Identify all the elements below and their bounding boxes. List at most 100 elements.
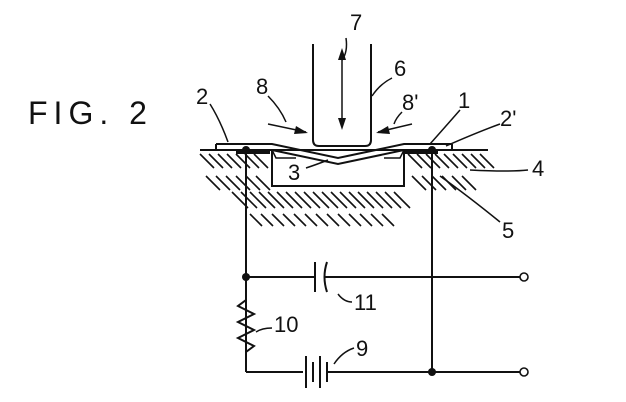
hatch-stroke bbox=[393, 191, 411, 209]
leader-4 bbox=[469, 169, 529, 172]
hatch-stroke bbox=[434, 153, 450, 169]
hatch-stroke bbox=[235, 175, 251, 191]
hatch-stroke bbox=[366, 191, 384, 209]
hatch-stroke bbox=[225, 175, 241, 191]
leader-9 bbox=[333, 347, 355, 365]
hatch-stroke bbox=[357, 191, 375, 209]
hatch-stroke bbox=[258, 191, 276, 209]
hatch-stroke bbox=[282, 213, 296, 227]
label-9: 9 bbox=[356, 336, 368, 361]
leader-2p bbox=[445, 123, 501, 147]
hatch-stroke bbox=[451, 175, 467, 191]
figure-title: FIG. 2 bbox=[28, 95, 153, 131]
hatch-stroke bbox=[240, 191, 258, 209]
hatch-stroke bbox=[215, 175, 231, 191]
hatch-stroke bbox=[255, 175, 271, 191]
leader-5 bbox=[439, 175, 501, 223]
leader-8p bbox=[393, 111, 403, 125]
label-4: 4 bbox=[532, 156, 544, 181]
label-1: 1 bbox=[458, 88, 470, 113]
arrowhead-left bbox=[294, 126, 308, 134]
hatch-stroke bbox=[370, 213, 384, 227]
hatch-stroke bbox=[244, 153, 260, 169]
hatch-stroke bbox=[315, 213, 329, 227]
hatch-stroke bbox=[479, 153, 495, 169]
hatch-stroke bbox=[303, 191, 321, 209]
hatch-stroke bbox=[381, 213, 395, 227]
label-11: 11 bbox=[354, 290, 377, 315]
leader-3 bbox=[305, 159, 329, 169]
hatch-stroke bbox=[431, 175, 447, 191]
hatch-stroke bbox=[260, 213, 274, 227]
leader-11 bbox=[337, 293, 353, 303]
hatch-stroke bbox=[208, 153, 224, 169]
leader-10 bbox=[255, 327, 273, 333]
hatch-stroke bbox=[226, 153, 242, 169]
hatch-stroke bbox=[470, 153, 486, 169]
hatch-stroke bbox=[321, 191, 339, 209]
label-2: 2 bbox=[196, 84, 208, 109]
hatch-stroke bbox=[249, 213, 263, 227]
label-8: 8 bbox=[256, 74, 268, 99]
junction-lower bbox=[428, 368, 436, 376]
electrode-left bbox=[236, 149, 270, 154]
hatch-stroke bbox=[249, 191, 267, 209]
hatch-stroke bbox=[411, 175, 427, 191]
hatch-stroke bbox=[267, 191, 285, 209]
hatch-stroke bbox=[285, 191, 303, 209]
label-3: 3 bbox=[288, 160, 300, 185]
hatch-stroke bbox=[271, 213, 285, 227]
terminal-lower bbox=[519, 367, 529, 377]
cavity bbox=[271, 149, 405, 187]
probe-rod bbox=[312, 44, 372, 147]
hatch-stroke bbox=[339, 191, 357, 209]
hatch-stroke bbox=[235, 153, 251, 169]
leader-1 bbox=[429, 109, 461, 145]
hatch-stroke bbox=[407, 153, 423, 169]
hatch-stroke bbox=[293, 213, 307, 227]
hatch-stroke bbox=[326, 213, 340, 227]
arrowhead-right bbox=[376, 126, 390, 134]
junction-electrode-left bbox=[242, 146, 250, 154]
electrode-right bbox=[404, 149, 438, 154]
hatch-stroke bbox=[276, 191, 294, 209]
hatch-stroke bbox=[217, 153, 233, 169]
terminal-upper bbox=[519, 272, 529, 282]
label-8-prime: 8' bbox=[402, 90, 418, 115]
hatch-stroke bbox=[452, 153, 468, 169]
cavity-step-right bbox=[384, 149, 405, 159]
hatch-stroke bbox=[312, 191, 330, 209]
hatch-stroke bbox=[337, 213, 351, 227]
hatch-stroke bbox=[375, 191, 393, 209]
hatch-stroke bbox=[384, 191, 402, 209]
label-2-prime: 2' bbox=[500, 106, 516, 131]
label-7: 7 bbox=[350, 10, 362, 35]
hatch-stroke bbox=[205, 175, 221, 191]
hatch-stroke bbox=[245, 175, 261, 191]
leader-6 bbox=[371, 77, 393, 97]
hatch-stroke bbox=[416, 153, 432, 169]
hatch-stroke bbox=[461, 175, 477, 191]
leader-7 bbox=[341, 37, 348, 61]
leader-2 bbox=[209, 103, 229, 143]
hatch-stroke bbox=[461, 153, 477, 169]
cavity-step-left bbox=[271, 149, 296, 159]
diaphragm-top bbox=[216, 143, 452, 160]
label-6: 6 bbox=[394, 56, 406, 81]
hatch-stroke bbox=[443, 153, 459, 169]
junction-electrode-right bbox=[428, 146, 436, 154]
hatch-stroke bbox=[199, 153, 215, 169]
arrowhead-down bbox=[338, 118, 346, 130]
label-10: 10 bbox=[274, 312, 298, 337]
hatch-stroke bbox=[330, 191, 348, 209]
hatch-stroke bbox=[421, 175, 437, 191]
hatch-stroke bbox=[359, 213, 373, 227]
hatch-stroke bbox=[348, 191, 366, 209]
hatch-stroke bbox=[294, 191, 312, 209]
label-5: 5 bbox=[502, 218, 514, 243]
leader-8 bbox=[267, 95, 287, 123]
hatch-stroke bbox=[348, 213, 362, 227]
hatch-stroke bbox=[253, 153, 269, 169]
